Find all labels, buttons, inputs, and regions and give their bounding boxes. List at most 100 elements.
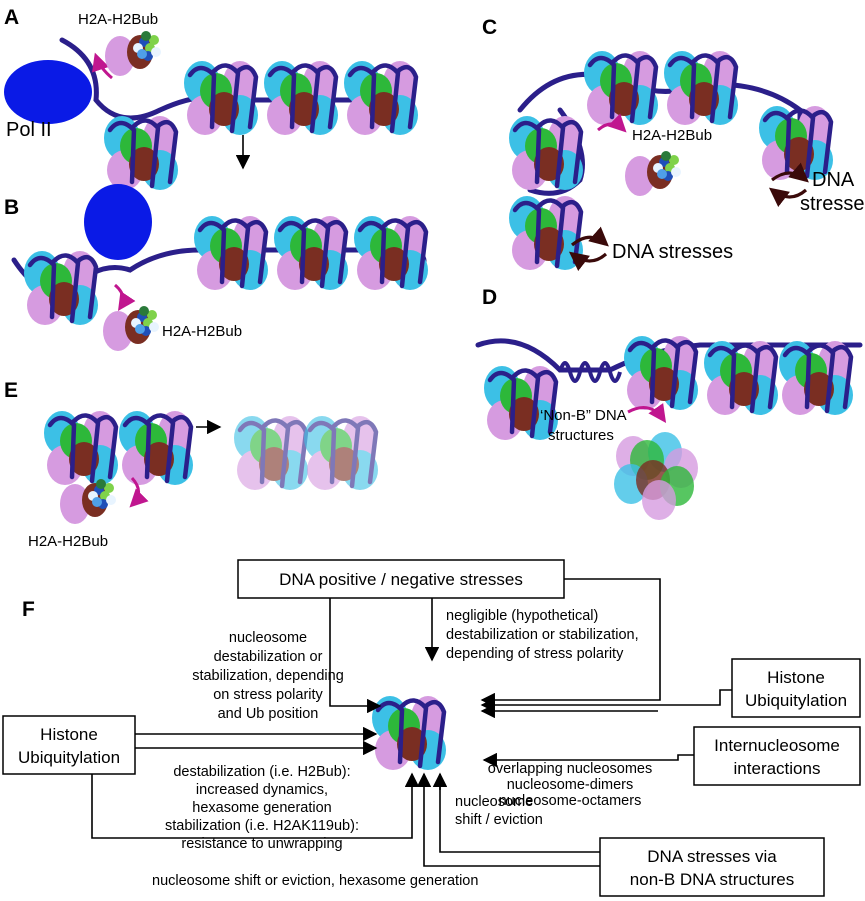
nucleosome [24, 251, 99, 325]
ubiquitin-atom [92, 497, 102, 507]
nucleosome [194, 216, 269, 290]
dna-wrap [47, 413, 119, 484]
nucleosome [779, 341, 854, 415]
stress-arrow-c1-down [568, 251, 608, 272]
note-top-line: depending of stress polarity [446, 646, 624, 662]
nucleosome [354, 216, 429, 290]
dna-wrap [667, 53, 739, 124]
nucleosome [119, 411, 194, 485]
note-below-left-line: stabilization (i.e. H2AK119ub): [165, 818, 359, 834]
note-left-line: stabilization, depending [192, 668, 344, 684]
box-internucleosome-l1: Internucleosome [714, 736, 840, 755]
panel-b: B H2A-H2Bub [4, 184, 429, 351]
panel-d: D ‘Non-B” DNA structures [475, 286, 863, 520]
dna-wrap [762, 108, 834, 179]
pol-ii-shape-b [84, 184, 152, 260]
note-left: nucleosome destabilization or stabilizatio… [192, 630, 344, 722]
panel-f-letter: F [22, 598, 35, 621]
nucleosome [704, 341, 779, 415]
panel-b-h2a-label: H2A-H2Bub [162, 323, 242, 340]
ubiquitin-atom [657, 169, 667, 179]
panel-c-h2a-label: H2A-H2Bub [632, 127, 712, 144]
pol-ii-label: Pol II [6, 119, 52, 141]
ubiquitin-structure [88, 479, 116, 509]
arrow-stress-right [480, 578, 661, 708]
ubiquitin-atom [151, 47, 161, 57]
arrow-stress-left [329, 598, 382, 714]
panel-b-letter: B [4, 196, 19, 219]
nucleosome [344, 61, 419, 135]
panel-a-dimer [105, 31, 161, 76]
nucleosome [104, 116, 179, 190]
nucleosome [44, 411, 119, 485]
h2a-h2bub-dimer [103, 306, 159, 351]
dna-wrap [627, 338, 699, 409]
h2a-shape [105, 36, 135, 76]
note-right-line: overlapping nucleosomes [488, 761, 652, 777]
note-left-line: and Ub position [218, 706, 319, 722]
note-right-line: nucleosome-dimers [507, 777, 634, 793]
box-histone-ubiq-left [2, 715, 136, 775]
panel-a-nucleosomes [104, 61, 419, 190]
dna-wrap [187, 63, 259, 134]
histone-shape [642, 480, 676, 520]
nucleosome [664, 51, 739, 125]
panel-b-nucleosomes [24, 216, 429, 325]
note-top-line: negligible (hypothetical) [446, 608, 598, 624]
dna-wrap [267, 63, 339, 134]
panel-a-h2a-label: H2A-H2Bub [78, 11, 158, 28]
box-histone-ubiq-left-l2: Ubiquitylation [18, 748, 120, 767]
dna-wrap [707, 343, 779, 414]
ubiquitin-atom [141, 31, 151, 41]
nucleosome [264, 61, 339, 135]
box-dna-stresses-text: DNA positive / negative stresses [279, 570, 523, 589]
panel-e-dimer-arrow [129, 476, 149, 508]
panel-e-nucleosomes [44, 411, 194, 485]
arrow-ubiq-left-bottom [91, 772, 420, 839]
note-below-left: destabilization (i.e. H2Bub):increased d… [165, 764, 359, 852]
dna-wrap [487, 368, 559, 439]
panel-e: E H2A-H2Bub [4, 379, 379, 550]
note-bottom: nucleosome shift or eviction, hexasome g… [152, 873, 478, 889]
arrow-nonb-bottom [416, 772, 600, 867]
box-dna-stresses [237, 559, 565, 599]
stress-arrow-c1-up [570, 226, 609, 247]
ubiquitin-atom [135, 324, 145, 334]
nucleosome [484, 366, 559, 440]
panel-d-nonb-line2: structures [548, 427, 614, 444]
ubiquitin-atom [96, 479, 106, 489]
ubiquitin-atom [149, 322, 159, 332]
non-b-dna-coil [558, 361, 622, 383]
pol-ii-shape [4, 60, 92, 124]
h2a-h2bub-dimer [60, 479, 116, 524]
box-internucleosome [693, 726, 861, 786]
h2a-shape [60, 484, 90, 524]
note-top: negligible (hypothetical)destabilization… [446, 608, 639, 662]
box-histone-ubiq-left-l1: Histone [40, 725, 98, 744]
note-left-line: nucleosome [229, 630, 307, 646]
panel-d-eviction-arrow [627, 403, 667, 423]
ubiquitin-atom [669, 155, 679, 165]
dna-wrap [512, 198, 584, 269]
note-below-left-line: increased dynamics, [196, 782, 328, 798]
panel-d-letter: D [482, 286, 497, 309]
dna-wrap [307, 418, 379, 489]
panel-b-dimer-arrow [113, 283, 136, 311]
note-left-line: destabilization or [214, 649, 323, 665]
panel-c-stress-label-1: DNA stresses [612, 241, 733, 263]
box-non-b-stresses-l1: DNA stresses via [647, 847, 777, 866]
panel-c-stress-label-2b: stresses [800, 193, 865, 215]
dna-wrap [587, 53, 659, 124]
nucleosome [759, 106, 834, 180]
note-below-left-line: resistance to unwrapping [181, 836, 342, 852]
nucleosome [274, 216, 349, 290]
ubiquitin-atom [149, 35, 159, 45]
panel-c-letter: C [482, 16, 497, 39]
dna-wrap [197, 218, 269, 289]
ubiquitin-structure [131, 306, 159, 336]
ubiquitin-atom [137, 49, 147, 59]
box-non-b-stresses-l2: non-B DNA structures [630, 870, 794, 889]
